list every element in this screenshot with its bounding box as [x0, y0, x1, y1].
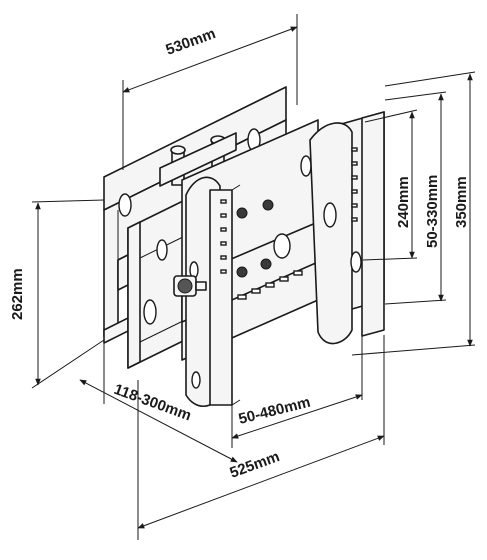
- dimension-lines: [31, 14, 476, 540]
- tilt-knob: [173, 275, 207, 297]
- label-350mm: 350mm: [453, 176, 470, 228]
- label-50-480mm: 50-480mm: [237, 394, 312, 428]
- label-50-330mm: 50-330mm: [424, 175, 441, 248]
- left-arm: [127, 199, 186, 369]
- label-262mm: 262mm: [9, 268, 26, 320]
- right-plate: [309, 111, 385, 345]
- label-530mm: 530mm: [164, 25, 218, 59]
- left-adjust-holes: [220, 199, 227, 274]
- label-240mm: 240mm: [395, 176, 412, 228]
- right-adjust-holes: [351, 147, 358, 222]
- slot-row: [237, 270, 303, 300]
